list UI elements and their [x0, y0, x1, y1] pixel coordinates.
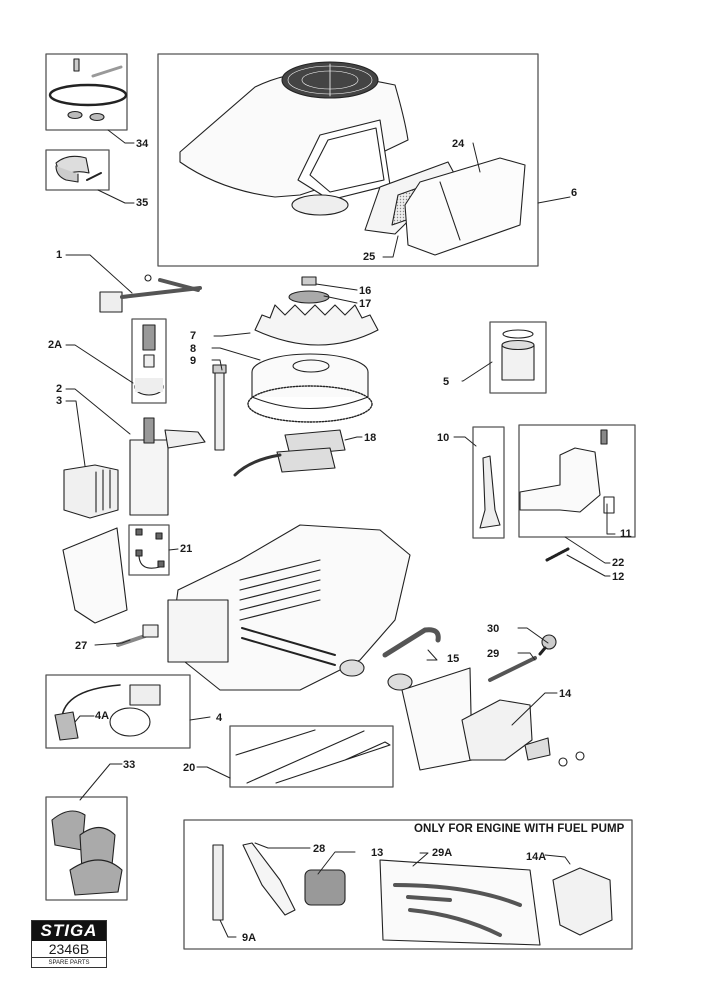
- dipstick-drawing: [212, 364, 227, 451]
- fuel-pump-banner: ONLY FOR ENGINE WITH FUEL PUMP: [414, 823, 625, 835]
- callout-25: 25: [363, 251, 376, 263]
- frame-4: [45, 674, 191, 749]
- callout-16: 16: [359, 285, 372, 297]
- linkage-rods-drawing: [235, 729, 391, 784]
- callout-13: 13: [371, 847, 384, 859]
- callout-15: 15: [447, 653, 460, 665]
- callout-21: 21: [180, 543, 193, 555]
- blower-housing-drawing: [179, 61, 409, 216]
- charging-coil-drawing: [233, 429, 346, 477]
- brand-logo: STIGA: [32, 921, 106, 941]
- rectifier-drawing: [63, 464, 119, 519]
- callout-2A: 2A: [48, 339, 63, 351]
- callout-10: 10: [437, 432, 450, 444]
- fuel-pump-drawing: [304, 869, 346, 906]
- frame-22: [518, 424, 636, 538]
- callout-6: 6: [571, 187, 578, 199]
- harness-drawing: [99, 274, 202, 313]
- frame-35: [45, 149, 110, 191]
- seal-kit-drawing: [48, 58, 128, 122]
- callout-17: 17: [359, 298, 372, 310]
- bracket-28-drawing: [242, 842, 296, 916]
- fuel-filter-drawing: [488, 634, 557, 682]
- gasket-set-drawing: [51, 810, 123, 896]
- cylinder-drawing: [501, 329, 535, 381]
- callout-8: 8: [190, 343, 197, 355]
- frame-2A: [131, 318, 167, 404]
- callout-22: 22: [612, 557, 625, 569]
- spark-plug-drawing: [116, 624, 159, 647]
- spring-drawing: [545, 547, 570, 562]
- callout-9A: 9A: [242, 932, 257, 944]
- callout-27: 27: [75, 640, 88, 652]
- ignition-coil-drawing: [54, 684, 161, 741]
- callout-30: 30: [487, 623, 500, 635]
- callout-28: 28: [313, 843, 326, 855]
- callout-1: 1: [56, 249, 63, 261]
- frame-10: [472, 426, 505, 539]
- engine-block-drawing: [167, 524, 411, 691]
- callout-7: 7: [190, 330, 197, 342]
- clamp-drawing: [55, 155, 102, 183]
- governor-lever-drawing: [479, 455, 501, 529]
- callout-11: 11: [620, 528, 632, 540]
- callout-24: 24: [452, 138, 465, 150]
- air-filter-drawing: [364, 157, 526, 256]
- fuel-hose-kit-drawing: [379, 859, 541, 946]
- callout-14: 14: [559, 688, 572, 700]
- cover-plate-drawing: [62, 527, 128, 624]
- callout-4: 4: [216, 712, 223, 724]
- flywheel-drawing: [247, 276, 379, 423]
- callout-3: 3: [56, 395, 63, 407]
- carburetor-14a-drawing: [552, 867, 613, 936]
- breather-hose-drawing: [382, 627, 441, 658]
- wire-set-drawing: [135, 528, 165, 569]
- starter-drive-drawing: [134, 324, 164, 396]
- frame-fuel-pump: [183, 819, 633, 950]
- callout-2: 2: [56, 383, 63, 395]
- callout-5: 5: [443, 376, 450, 388]
- callout-12: 12: [612, 571, 625, 583]
- frame-5: [489, 321, 547, 394]
- callout-9: 9: [190, 355, 197, 367]
- stiga-logo-block: STIGA 2346B SPARE PARTS: [31, 920, 107, 968]
- frame-20: [229, 725, 394, 788]
- carburetor-drawing: [461, 699, 585, 767]
- callout-33: 33: [123, 759, 136, 771]
- callout-34: 34: [136, 138, 149, 150]
- callout-14A: 14A: [526, 851, 547, 863]
- callout-29: 29: [487, 648, 500, 660]
- control-bracket-drawing: [519, 429, 615, 514]
- frame-34: [45, 53, 128, 131]
- callout-4A: 4A: [95, 710, 110, 722]
- spare-parts-label: SPARE PARTS: [48, 960, 90, 966]
- callout-29A: 29A: [432, 847, 453, 859]
- starter-motor-drawing: [129, 417, 206, 516]
- callout-35: 35: [136, 197, 149, 209]
- dipstick-9a-drawing: [212, 844, 224, 921]
- leader-lines: [65, 129, 616, 938]
- callout-20: 20: [183, 762, 196, 774]
- frame-6: [157, 53, 539, 267]
- model-code: 2346B: [32, 941, 106, 958]
- callout-18: 18: [364, 432, 377, 444]
- frame-33: [45, 796, 128, 901]
